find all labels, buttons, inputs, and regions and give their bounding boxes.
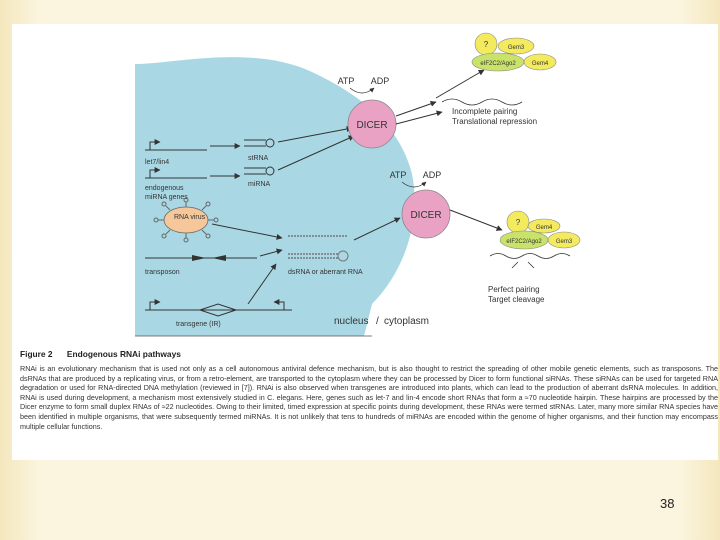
figure-caption-body: RNAi is an evolutionary mechanism that i… bbox=[20, 364, 718, 431]
dicer-bottom-atp: ATP bbox=[390, 170, 407, 180]
let7-gene: let7/lin4 bbox=[145, 139, 207, 166]
cytoplasm-label: cytoplasm bbox=[384, 316, 429, 327]
mirna-label: miRNA bbox=[248, 181, 270, 188]
dsrna-label: dsRNA or aberrant RNA bbox=[288, 269, 363, 276]
outcome-bottom-1: Perfect pairing bbox=[488, 285, 540, 294]
dicer-bottom-adp: ADP bbox=[423, 170, 442, 180]
complex-bottom-gem1: Gem4 bbox=[536, 225, 553, 231]
strna-label: stRNA bbox=[248, 155, 269, 162]
arrow-dsrna-dicer bbox=[353, 217, 401, 241]
outcome-bottom-2: Target cleavage bbox=[488, 295, 545, 304]
complex-bottom-gem2: Gem3 bbox=[556, 239, 573, 245]
transposon: transposon bbox=[145, 255, 257, 276]
dicer-bottom: DICER ATP ADP bbox=[390, 170, 451, 239]
dicer-top-adp: ADP bbox=[371, 76, 390, 86]
transgene-label: transgene (IR) bbox=[176, 321, 221, 328]
strna-hairpin: stRNA bbox=[244, 138, 275, 162]
complex-top-q: ? bbox=[484, 40, 489, 49]
arrow-strna-dicer bbox=[277, 126, 353, 143]
complex-bottom-q: ? bbox=[516, 218, 521, 227]
arrow-dicer-top-complex bbox=[435, 69, 485, 99]
figure-title: Endogenous RNAi pathways bbox=[66, 349, 181, 359]
endogenous-label-1: endogenous bbox=[145, 185, 184, 192]
rna-virus-label: RNA virus bbox=[174, 214, 206, 221]
figure-caption-title: Figure 2 Endogenous RNAi pathways bbox=[20, 349, 181, 359]
mirna-hairpin: miRNA bbox=[244, 166, 275, 188]
rnai-pathway-diagram: let7/lin4 stRNA endogenous miRNA genes bbox=[135, 32, 581, 337]
divider-label: / bbox=[376, 316, 379, 327]
rna-virus: RNA virus bbox=[153, 197, 219, 243]
arrow-virus-dsrna bbox=[211, 223, 283, 240]
let7-label: let7/lin4 bbox=[145, 159, 169, 166]
outcome-top-1: Incomplete pairing bbox=[452, 107, 517, 116]
arrow-dicer-top-out2 bbox=[395, 110, 443, 125]
transgene: transgene (IR) bbox=[145, 299, 292, 328]
nucleus-shape bbox=[135, 57, 415, 336]
dicer-top-atp: ATP bbox=[338, 76, 355, 86]
arrow-dicer-bottom-out bbox=[449, 209, 503, 231]
dicer-bottom-label: DICER bbox=[410, 210, 441, 221]
nucleus-label: nucleus bbox=[334, 316, 368, 327]
complex-bottom: ? Gem4 eIF2C2/Ago2 Gem3 bbox=[489, 210, 581, 269]
dicer-top: DICER ATP ADP bbox=[338, 76, 397, 149]
arrow-transposon-dsrna bbox=[259, 248, 283, 257]
complex-bottom-ago: eIF2C2/Ago2 bbox=[506, 239, 542, 245]
dicer-top-label: DICER bbox=[356, 120, 387, 131]
figure-panel: let7/lin4 stRNA endogenous miRNA genes bbox=[12, 24, 718, 460]
transposon-label: transposon bbox=[145, 269, 180, 276]
complex-top-gem2: Gem4 bbox=[532, 61, 549, 67]
complex-top-ago: eIF2C2/Ago2 bbox=[480, 61, 516, 67]
arrow-dicer-top-out1 bbox=[395, 100, 437, 117]
arrow-transgene-dsrna bbox=[247, 263, 277, 305]
endogenous-label-2: miRNA genes bbox=[145, 194, 188, 201]
page-number: 38 bbox=[660, 496, 675, 511]
complex-top: ? Gem3 eIF2C2/Ago2 Gem4 bbox=[441, 32, 557, 106]
outcome-top-2: Translational repression bbox=[452, 117, 537, 126]
mirna-gene: endogenous miRNA genes bbox=[145, 167, 207, 201]
dsrna: dsRNA or aberrant RNA bbox=[288, 235, 363, 276]
arrow-mirna-dicer bbox=[277, 135, 355, 171]
complex-top-gem1: Gem3 bbox=[508, 45, 525, 51]
figure-number: Figure 2 bbox=[20, 349, 53, 359]
